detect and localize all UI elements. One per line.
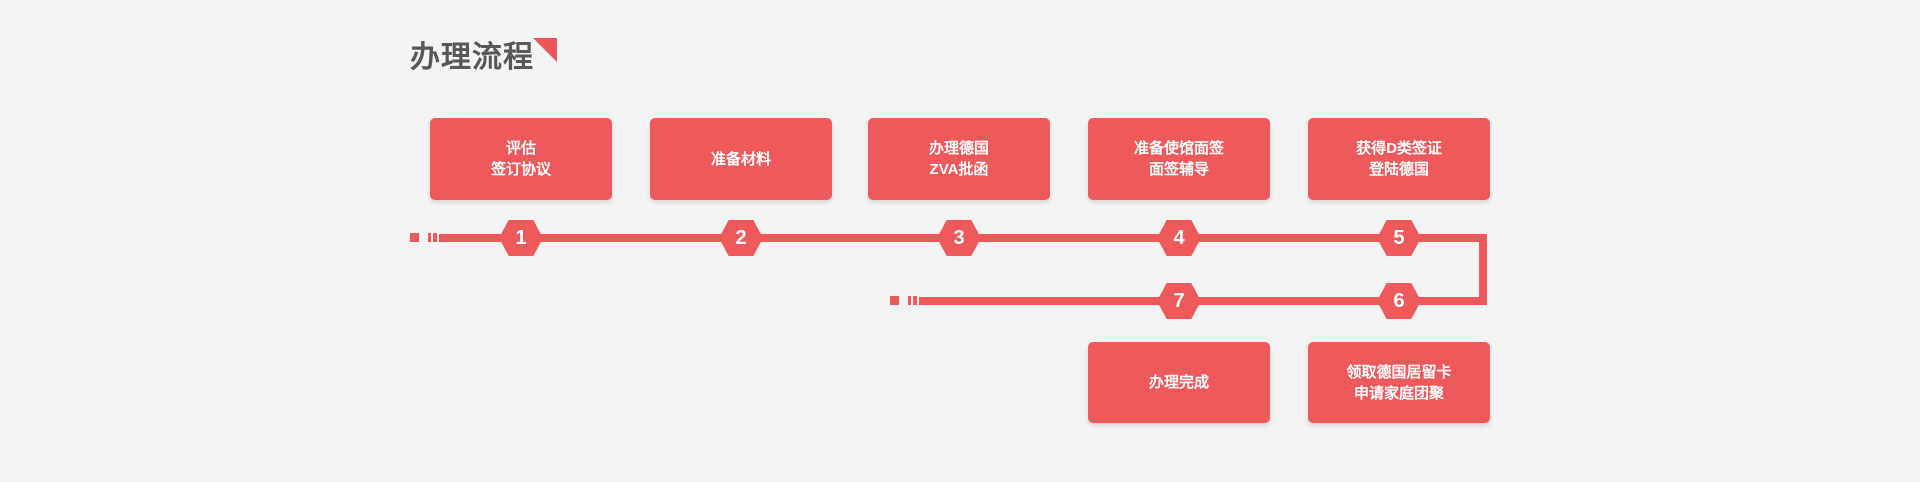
step-box-3: 办理德国 ZVA批函 [868, 118, 1050, 200]
step-box-4: 准备使馆面签 面签辅导 [1088, 118, 1270, 200]
dash-square-icon [890, 296, 899, 305]
step-number-hex-6: 6 [1377, 283, 1421, 319]
timeline-corner [1479, 234, 1487, 305]
timeline-top-start-dashes [410, 233, 437, 242]
step-number-hex-4: 4 [1157, 220, 1201, 256]
dash-square-icon [410, 233, 419, 242]
dash-thin-icon [433, 233, 437, 242]
step-number-hex-7: 7 [1157, 283, 1201, 319]
dash-thin-icon [428, 233, 431, 242]
step-number-hex-2: 2 [719, 220, 763, 256]
step-number-hex-3: 3 [937, 220, 981, 256]
timeline-bottom-start-dashes [890, 296, 917, 305]
step-number-hex-1: 1 [499, 220, 543, 256]
step-box-6: 领取德国居留卡 申请家庭团聚 [1308, 342, 1490, 423]
timeline-bottom-line [919, 297, 1487, 305]
page-title: 办理流程 [410, 41, 534, 74]
dash-thin-icon [908, 296, 911, 305]
step-box-7: 办理完成 [1088, 342, 1270, 423]
dash-thin-icon [913, 296, 917, 305]
step-number-hex-5: 5 [1377, 220, 1421, 256]
step-box-1: 评估 签订协议 [430, 118, 612, 200]
step-box-5: 获得D类签证 登陆德国 [1308, 118, 1490, 200]
step-box-2: 准备材料 [650, 118, 832, 200]
title-accent-triangle-icon [533, 38, 557, 62]
